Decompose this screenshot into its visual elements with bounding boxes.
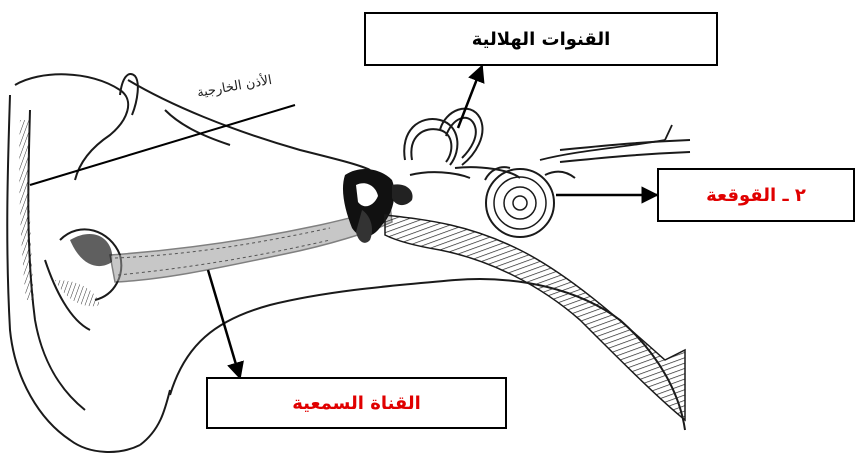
- arrow-down-icon: [208, 270, 240, 378]
- cochlea-label: ٢ ـ القوقعة: [657, 168, 855, 222]
- ear-canal-label: القناة السمعية: [206, 377, 507, 429]
- pinna-shading: [19, 120, 112, 306]
- cochlea-drawing: [485, 167, 575, 237]
- semicircular-canals-label: القنوات الهلالية: [364, 12, 718, 66]
- outer-ear-leader-line: [30, 105, 295, 185]
